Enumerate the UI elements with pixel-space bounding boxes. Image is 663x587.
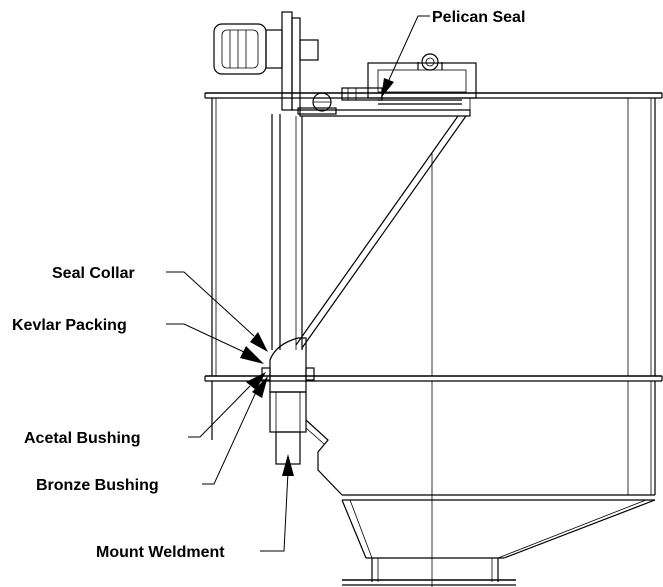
diverter-blade xyxy=(271,114,467,350)
callout-acetal-bushing: Acetal Bushing xyxy=(24,372,266,447)
label-seal-collar: Seal Collar xyxy=(52,265,135,282)
label-mount-weldment: Mount Weldment xyxy=(96,544,225,561)
label-acetal-bushing: Acetal Bushing xyxy=(24,430,140,447)
callout-mount-weldment: Mount Weldment xyxy=(96,454,294,561)
label-bronze-bushing: Bronze Bushing xyxy=(36,477,159,494)
seal-collar-assembly xyxy=(261,337,315,465)
lower-hopper xyxy=(211,381,656,587)
label-kevlar-packing: Kevlar Packing xyxy=(12,317,127,334)
callout-bronze-bushing: Bronze Bushing xyxy=(36,376,268,494)
callout-kevlar-packing: Kevlar Packing xyxy=(12,317,264,364)
upper-housing xyxy=(204,92,663,382)
callout-pelican-seal: Pelican Seal xyxy=(381,9,525,98)
top-actuator xyxy=(213,11,477,117)
callout-seal-collar: Seal Collar xyxy=(52,265,268,352)
label-pelican-seal: Pelican Seal xyxy=(432,9,525,26)
